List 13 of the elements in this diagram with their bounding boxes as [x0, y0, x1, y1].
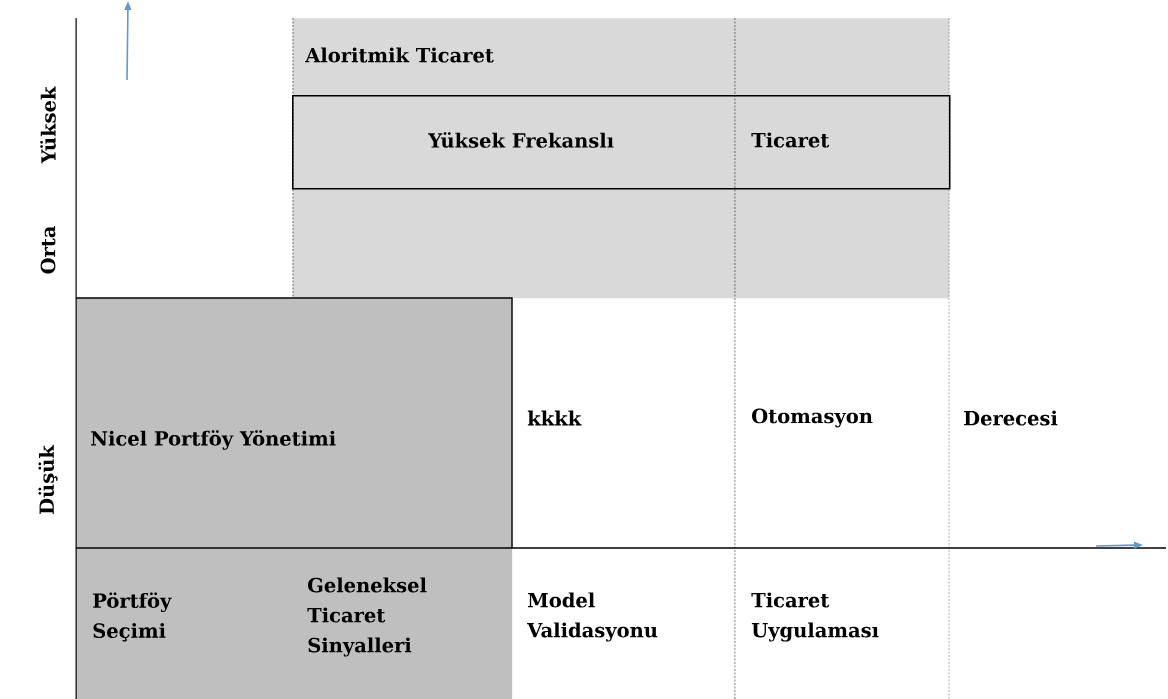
node-label: Pörtföy Seçimi: [93, 592, 172, 642]
cell-label: Otomasyon: [752, 408, 873, 428]
cell-label: Derecesi: [964, 410, 1058, 426]
node-label: Nicel Portföy Yönetimi: [91, 430, 336, 450]
axis-label: Düşük: [38, 444, 58, 514]
axis-label: Yüksek: [40, 86, 56, 164]
node-label: Geleneksel Ticaret Sinyalleri: [307, 577, 427, 657]
shaded-cell: Pörtföy Seçimi Geleneksel Ticaret Sinyalleri: [76, 548, 513, 699]
shaded-cell: Nicel Portföy Yönetimi: [76, 298, 513, 549]
axis-label: Orta: [40, 226, 56, 274]
shaded-cell: Yüksek Frekanslı Ticaret: [292, 95, 951, 190]
cell-label: Ticaret Uygulaması: [751, 592, 879, 642]
cell-label: Model Validasyonu: [527, 592, 658, 642]
